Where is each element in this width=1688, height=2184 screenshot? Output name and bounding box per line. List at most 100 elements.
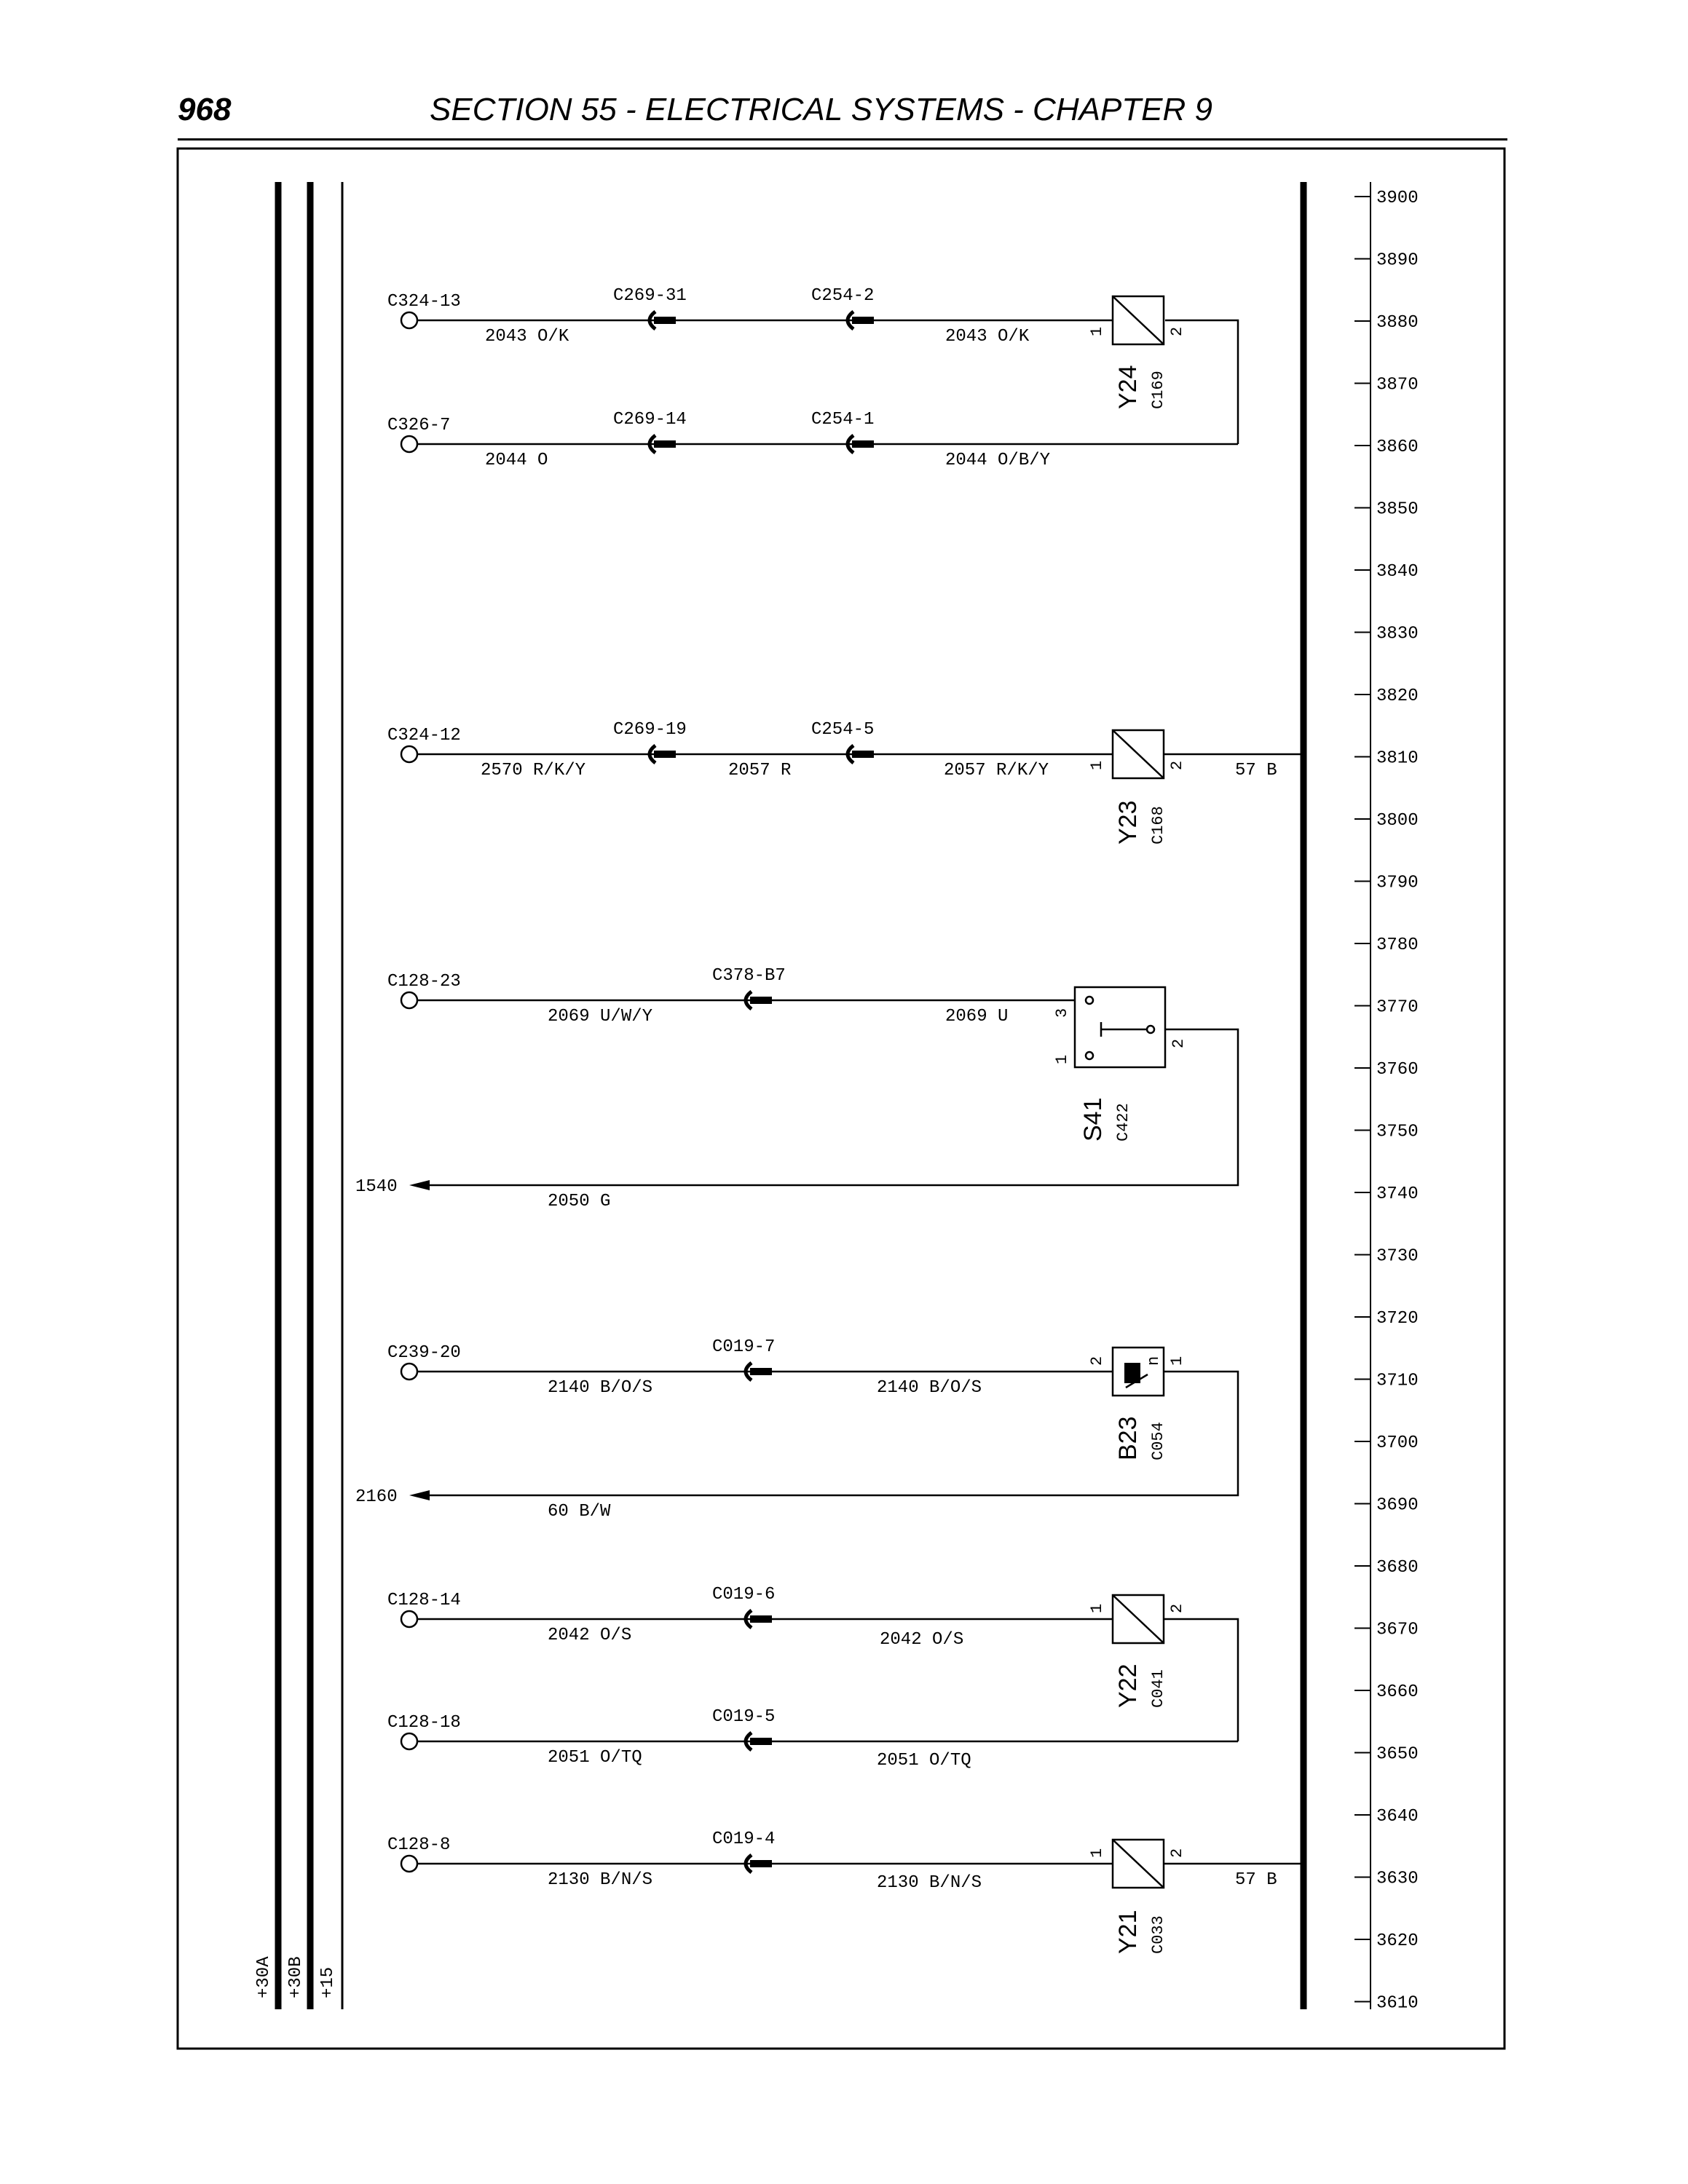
pin-label: 2 [1088, 1356, 1106, 1366]
wire-60 [422, 1370, 1239, 1497]
pin-label: 1 [1088, 1604, 1106, 1613]
scale-tick-label: 3670 [1376, 1621, 1419, 1640]
pin-label: 2 [1168, 327, 1186, 336]
circuit-b23 [400, 1346, 1239, 1497]
reference-arrow-2160 [409, 1490, 430, 1500]
pin-label: 1 [1088, 327, 1106, 336]
pin-label: 2 [1170, 1039, 1188, 1048]
terminal-c324-12 [400, 745, 419, 764]
connector-c254-2 [845, 310, 874, 331]
pin-label: 3 [1053, 1008, 1071, 1018]
connector-label: C269-14 [613, 410, 687, 430]
wire-label: 2044 O/B/Y [945, 451, 1050, 470]
source-label: C128-23 [387, 972, 461, 992]
reference-label: 2160 [355, 1487, 398, 1507]
component-connector: C168 [1149, 806, 1167, 844]
component-id: Y24 [1114, 365, 1142, 410]
component-connector: C169 [1149, 371, 1167, 409]
circuit-y22 [400, 1594, 1239, 1751]
sensor-b23-glyph: n [1145, 1356, 1163, 1366]
connector-c269-14 [647, 434, 676, 454]
wire-label: 2057 R/K/Y [944, 761, 1049, 780]
wire-label: 2130 B/N/S [548, 1870, 652, 1890]
component-connector: C054 [1149, 1422, 1167, 1460]
connector-label: C019-5 [712, 1707, 775, 1727]
connector-c019-5 [744, 1731, 772, 1752]
wire-label: 57 B [1235, 761, 1277, 780]
terminal-c239-20 [400, 1362, 419, 1381]
scale-tick-label: 3870 [1376, 376, 1419, 395]
connector-label: C254-2 [811, 286, 874, 306]
connector-c269-19 [647, 744, 676, 764]
scale-tick-label: 3800 [1376, 811, 1419, 831]
scale-tick-label: 3830 [1376, 625, 1419, 644]
pin-label: 2 [1168, 761, 1186, 770]
source-label: C326-7 [387, 416, 450, 435]
source-label: C324-12 [387, 726, 461, 745]
wire-label: 2057 R [728, 761, 791, 780]
scale-ruler: 3900389038803870386038503840383038203810… [1354, 182, 1419, 2014]
wire-label: 2044 O [485, 451, 548, 470]
scale-tick-label: 3850 [1376, 500, 1419, 520]
wire-y22-return [1164, 1618, 1239, 1741]
connector-label: C019-7 [712, 1337, 775, 1357]
scale-tick-label: 3750 [1376, 1123, 1419, 1142]
component-id: Y22 [1114, 1664, 1142, 1709]
pin-label: 2 [1168, 1604, 1186, 1613]
solenoid-y22-diagonal [1112, 1594, 1164, 1644]
terminal-c128-14 [400, 1610, 419, 1629]
connector-label: C254-5 [811, 720, 874, 740]
wire-label: 60 B/W [548, 1502, 611, 1522]
header-rule [178, 138, 1507, 141]
scale-tick-label: 3840 [1376, 562, 1419, 582]
scale-tick-label: 3900 [1376, 189, 1419, 208]
scale-tick-label: 3690 [1376, 1496, 1419, 1516]
scale-tick-label: 3640 [1376, 1807, 1419, 1827]
solenoid-y23-diagonal [1112, 729, 1164, 779]
scale-tick-label: 3650 [1376, 1745, 1419, 1765]
connector-c019-7 [744, 1361, 772, 1382]
circuit-y24 [400, 295, 1239, 454]
component-id: S41 [1079, 1098, 1107, 1142]
scale-tick-label: 3740 [1376, 1184, 1419, 1204]
page-header: 968 SECTION 55 - ELECTRICAL SYSTEMS - CH… [0, 0, 1688, 146]
terminal-c326-7 [400, 435, 419, 454]
wire-label: 2140 B/O/S [548, 1378, 652, 1398]
wire-label: 2043 O/K [945, 327, 1030, 347]
scale-tick-label: 3660 [1376, 1682, 1419, 1702]
scale-tick-label: 3820 [1376, 687, 1419, 706]
section-title: SECTION 55 - ELECTRICAL SYSTEMS - CHAPTE… [430, 92, 1212, 127]
connector-c019-4 [744, 1853, 772, 1874]
terminal-c324-13 [400, 311, 419, 330]
scale-tick-label: 3630 [1376, 1870, 1419, 1889]
sensor-b23-arrow [1125, 1373, 1148, 1389]
reference-arrow-1540 [409, 1180, 430, 1190]
terminal-c128-23 [400, 991, 419, 1010]
source-label: C128-14 [387, 1591, 461, 1610]
scale-tick-label: 3860 [1376, 438, 1419, 457]
solenoid-y23 [1111, 729, 1165, 780]
scale-tick-label: 3880 [1376, 313, 1419, 333]
connector-label: C269-19 [613, 720, 687, 740]
scale-tick-label: 3770 [1376, 998, 1419, 1018]
connector-c269-31 [647, 310, 676, 331]
wire-y24-return [1165, 319, 1239, 444]
scale-tick-label: 3790 [1376, 874, 1419, 893]
circuit-y21 [400, 1838, 1304, 1889]
wire-label: 2051 O/TQ [548, 1748, 642, 1768]
scale-tick-label: 3680 [1376, 1558, 1419, 1578]
scale-tick-label: 3610 [1376, 1994, 1419, 2014]
component-connector: C033 [1149, 1915, 1167, 1954]
rail-label-15: +15 [318, 1967, 338, 1998]
diagram-frame [176, 147, 1506, 2050]
connector-label: C019-6 [712, 1585, 775, 1605]
wire-label: 2570 R/K/Y [481, 761, 585, 780]
connector-c019-6 [744, 1609, 772, 1629]
source-label: C128-8 [387, 1835, 450, 1855]
wire-label: 2069 U/W/Y [548, 1007, 652, 1026]
scale-tick-label: 3730 [1376, 1247, 1419, 1267]
wire-label: 2069 U [945, 1007, 1008, 1026]
wire-label: 2051 O/TQ [877, 1751, 971, 1770]
solenoid-y24-diagonal [1112, 296, 1164, 345]
